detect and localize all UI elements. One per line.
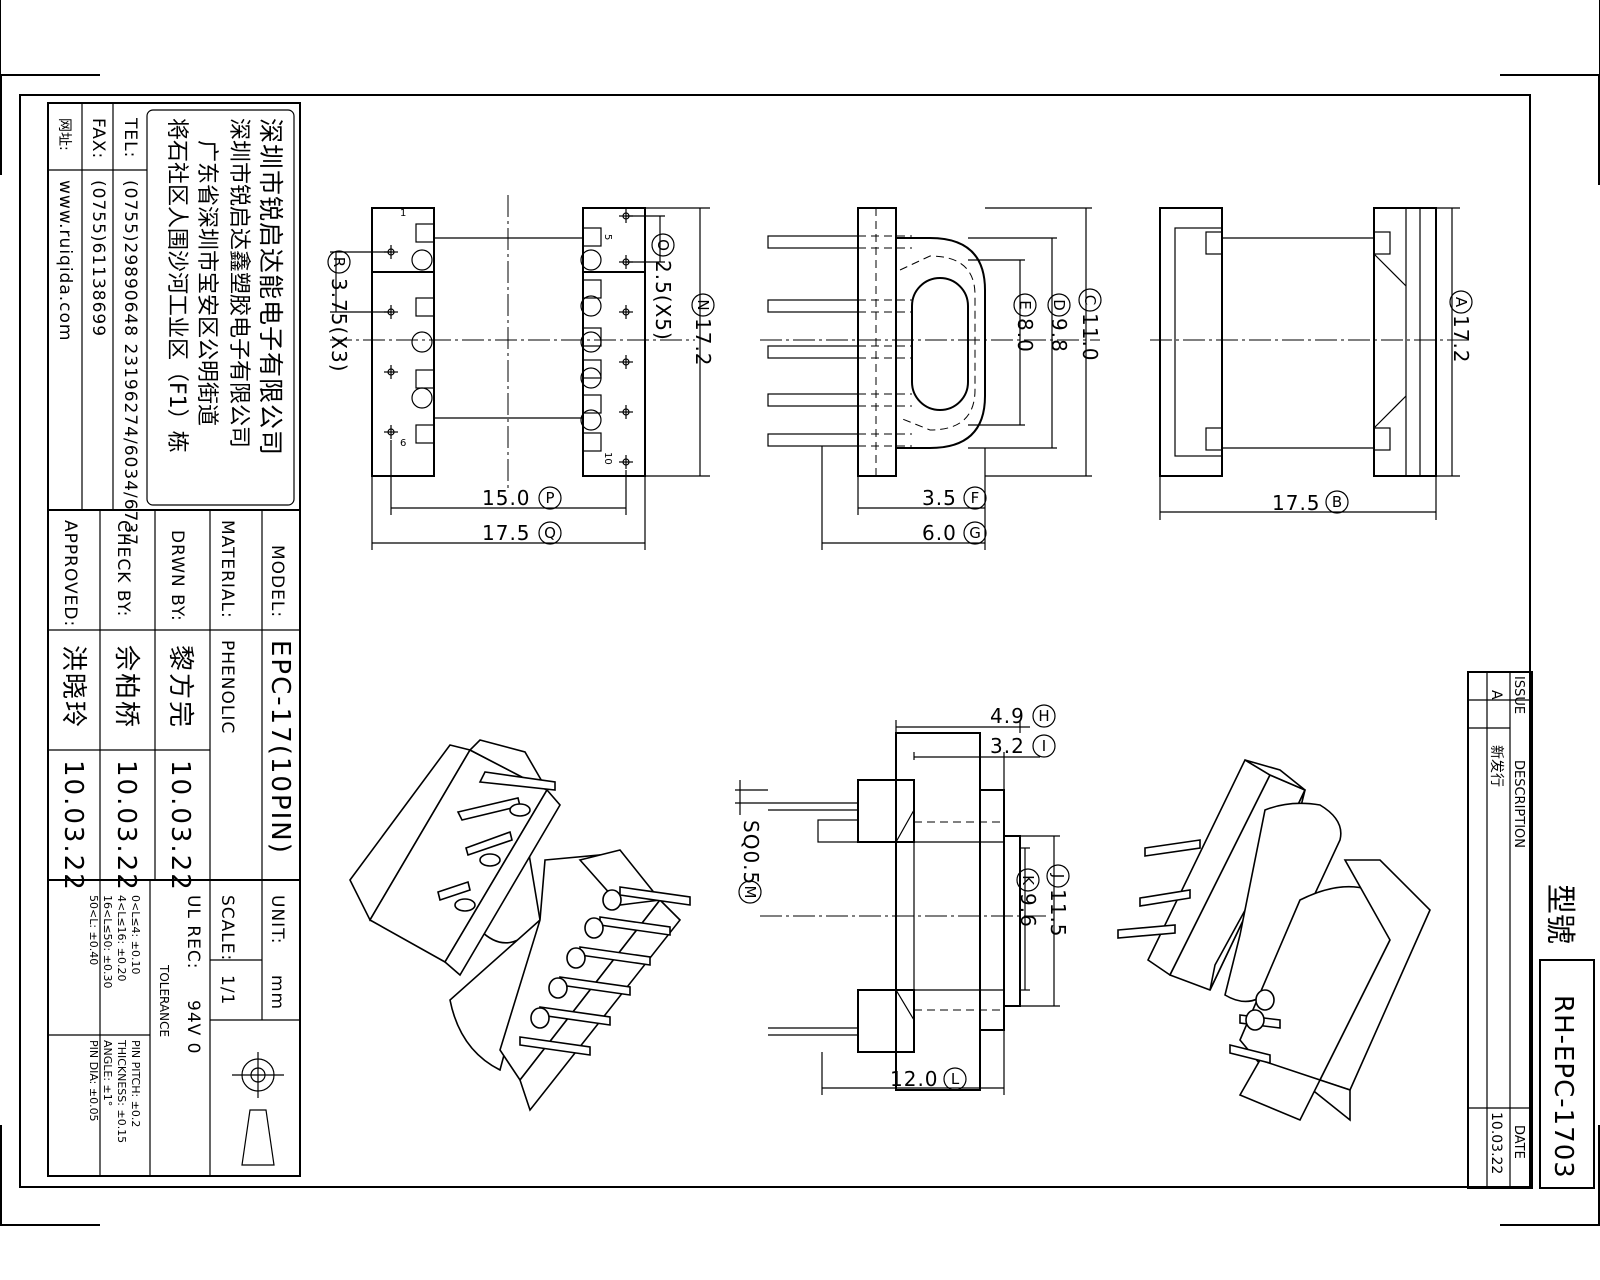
drwn-name: 黎方完	[165, 645, 195, 729]
sheet-border	[19, 94, 1531, 1188]
web-value: www.ruiqida.com	[55, 180, 75, 341]
dim-P-value: 15.0	[482, 486, 531, 510]
dim-K-value: 9.6	[1016, 893, 1040, 928]
dim-D-value: 9.8	[1047, 318, 1071, 353]
isometric-view-right	[1117, 758, 1431, 1122]
dim-G-letter: G	[969, 524, 981, 542]
bottom-side-view: 4.9 H 3.2 I J 11.5 K 9.6 SQ0.5 M 12.0 L	[735, 704, 1070, 1095]
dim-C-value: 11.0	[1078, 313, 1102, 362]
tolerance-label: TOLERANCE	[157, 964, 171, 1037]
dim-B-letter: B	[1332, 493, 1342, 511]
dim-K-letter: K	[1019, 875, 1037, 886]
dim-F-value: 3.5	[922, 486, 957, 510]
tol-6: THICKNESS: ±0.15	[115, 1039, 128, 1143]
approved-name: 洪晓玲	[58, 645, 88, 729]
unit-label: UNIT:	[267, 895, 287, 944]
dim-A-letter: A	[1452, 297, 1470, 308]
corner-marks	[0, 0, 1600, 1226]
projection-symbol	[232, 1052, 284, 1166]
dim-L-value: 12.0	[890, 1067, 939, 1091]
dim-O-value: 2.5(X5)	[651, 260, 675, 341]
dim-G-value: 6.0	[922, 521, 957, 545]
tol-5: PIN PITCH: ±0.2	[129, 1040, 142, 1127]
dim-I-letter: I	[1042, 737, 1046, 755]
tol-7: ANGLE: ±1°	[101, 1040, 114, 1106]
dim-L-letter: L	[951, 1070, 960, 1088]
tol-3: 16<L≤50: ±0.30	[101, 895, 114, 988]
drwn-label: DRWN BY:	[167, 530, 187, 622]
tol-1: 0<L≤4: ±0.10	[129, 895, 142, 974]
issue-value: A	[1488, 690, 1504, 700]
approved-label: APPROVED:	[60, 520, 80, 627]
web-label: 网址:	[56, 118, 72, 151]
model-label: MODEL:	[267, 545, 287, 618]
dim-Q-value: 17.5	[482, 521, 531, 545]
dim-C-letter: C	[1081, 295, 1099, 305]
side-view: C 11.0 D 9.8 E 8.0 3.5 F 6.0 G	[760, 207, 1102, 550]
dim-M-value: SQ0.5	[739, 820, 763, 885]
dim-F-letter: F	[971, 489, 980, 507]
tel-value: (0755)29890648 23196274/6034/6737	[120, 180, 140, 546]
dim-R-value: 3.75(X3)	[327, 278, 351, 373]
ul-value: 94V 0	[183, 1000, 203, 1054]
pin-label-1: 1	[400, 208, 406, 219]
dim-J-value: 11.5	[1046, 889, 1070, 938]
company-address-1: 广东省深圳市宝安区公明街道	[194, 140, 219, 426]
check-name: 佘柏桥	[111, 645, 141, 729]
revision-block: ISSUE A DESCRIPTION 新发行 DATE 10.03.22 型號…	[1467, 671, 1595, 1189]
check-date: 10.03.22	[111, 760, 141, 892]
tel-label: TEL:	[120, 117, 140, 158]
material-value: PHENOLIC	[217, 640, 237, 734]
tol-2: 4<L≤16: ±0.20	[115, 895, 128, 981]
approved-date: 10.03.22	[58, 760, 88, 892]
tol-8: PIN DIA: ±0.05	[87, 1040, 100, 1122]
dim-Q-letter: Q	[544, 524, 556, 542]
date-label: DATE	[1511, 1125, 1526, 1159]
unit-value: mm	[267, 975, 287, 1010]
dim-I-value: 3.2	[990, 734, 1025, 758]
pin-label-10: 10	[602, 452, 613, 465]
dim-J-letter: J	[1049, 873, 1067, 878]
issue-label: ISSUE	[1511, 676, 1526, 714]
scale-label: SCALE:	[217, 895, 237, 961]
dim-P-letter: P	[545, 489, 554, 507]
top-view: 1 6 5 10 N 17.2 O 2.5(X5) R 3.75(X3)	[327, 195, 715, 550]
dim-R-letter: R	[330, 257, 348, 267]
dim-A-value: 17.2	[1449, 315, 1473, 364]
ul-label: UL REC:	[183, 895, 203, 969]
dim-D-letter: D	[1050, 299, 1068, 311]
part-number: RH-EPC-1703	[1548, 995, 1578, 1179]
end-view: A 17.2 17.5 B	[1150, 207, 1473, 520]
tol-4: 50<L: ±0.40	[87, 895, 100, 965]
fax-label: FAX:	[88, 118, 108, 159]
dim-N-letter: N	[694, 299, 712, 310]
dim-H-value: 4.9	[990, 704, 1025, 728]
model-value: EPC-17(10PIN)	[265, 640, 295, 855]
date-value: 10.03.22	[1488, 1112, 1504, 1174]
desc-value: 新发行	[1488, 745, 1504, 787]
title-block: 深圳市锐启达能电子有限公司 深圳市锐启达鑫塑胶电子有限公司 广东省深圳市宝安区公…	[47, 102, 301, 1177]
company-address-2: 将石社区人围沙河工业区（F1）栋	[164, 118, 189, 453]
company-name: 深圳市锐启达能电子有限公司	[256, 118, 285, 456]
fax-value: (0755)61138699	[88, 180, 108, 337]
pin-label-6: 6	[400, 438, 406, 449]
pin-label-5: 5	[602, 234, 613, 240]
desc-label: DESCRIPTION	[1511, 760, 1526, 848]
dim-E-letter: E	[1016, 300, 1034, 309]
dim-N-value: 17.2	[691, 318, 715, 367]
dim-H-letter: H	[1038, 707, 1049, 725]
dim-E-value: 8.0	[1013, 318, 1037, 353]
material-label: MATERIAL:	[217, 520, 237, 619]
type-label: 型號	[1542, 884, 1577, 944]
scale-value: 1/1	[217, 975, 237, 1005]
drwn-date: 10.03.22	[165, 760, 195, 892]
dim-M-letter: M	[741, 886, 759, 899]
company-name-2: 深圳市锐启达鑫塑胶电子有限公司	[226, 118, 251, 448]
dim-O-letter: O	[654, 239, 672, 251]
check-label: CHECK BY:	[113, 520, 133, 617]
dim-B-value: 17.5	[1272, 491, 1321, 515]
isometric-view-left	[349, 739, 691, 1112]
